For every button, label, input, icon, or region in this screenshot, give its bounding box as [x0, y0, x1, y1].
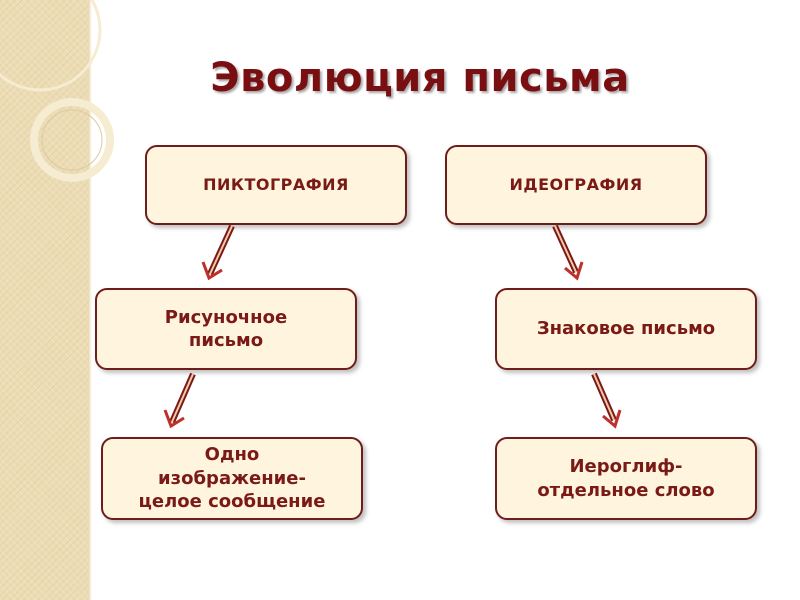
deco-circle-ring — [30, 98, 114, 182]
box-picture-writing: Рисуночное письмо — [95, 288, 357, 370]
box-one-image-message-label: Одно изображение- целое сообщение — [138, 444, 326, 513]
box-pictography: ПИКТОГРАФИЯ — [145, 145, 407, 225]
box-sign-writing: Знаковое письмо — [495, 288, 757, 370]
box-picture-writing-label: Рисуночное письмо — [164, 306, 288, 351]
box-hieroglyph-word-label: Иероглиф- отдельное слово — [537, 456, 715, 501]
box-hieroglyph-word: Иероглиф- отдельное слово — [495, 437, 757, 520]
box-ideography-label: ИДЕОГРАФИЯ — [509, 174, 643, 194]
box-pictography-label: ПИКТОГРАФИЯ — [203, 174, 349, 194]
arrow-ideography-to-sign — [552, 224, 584, 281]
box-sign-writing-label: Знаковое письмо — [536, 318, 716, 340]
arrow-pictography-to-picture — [201, 224, 235, 281]
box-ideography: ИДЕОГРАФИЯ — [445, 145, 707, 225]
box-one-image-message: Одно изображение- целое сообщение — [101, 437, 363, 520]
decorative-circles — [0, 0, 114, 182]
slide-title: Эволюция письма — [210, 55, 630, 101]
arrow-sign-to-hieroglyph — [591, 372, 622, 429]
deco-circle-inner — [41, 109, 103, 171]
deco-circle-large — [0, 0, 102, 92]
arrow-picture-to-one-image — [163, 372, 196, 429]
sidebar-edge — [88, 0, 92, 600]
